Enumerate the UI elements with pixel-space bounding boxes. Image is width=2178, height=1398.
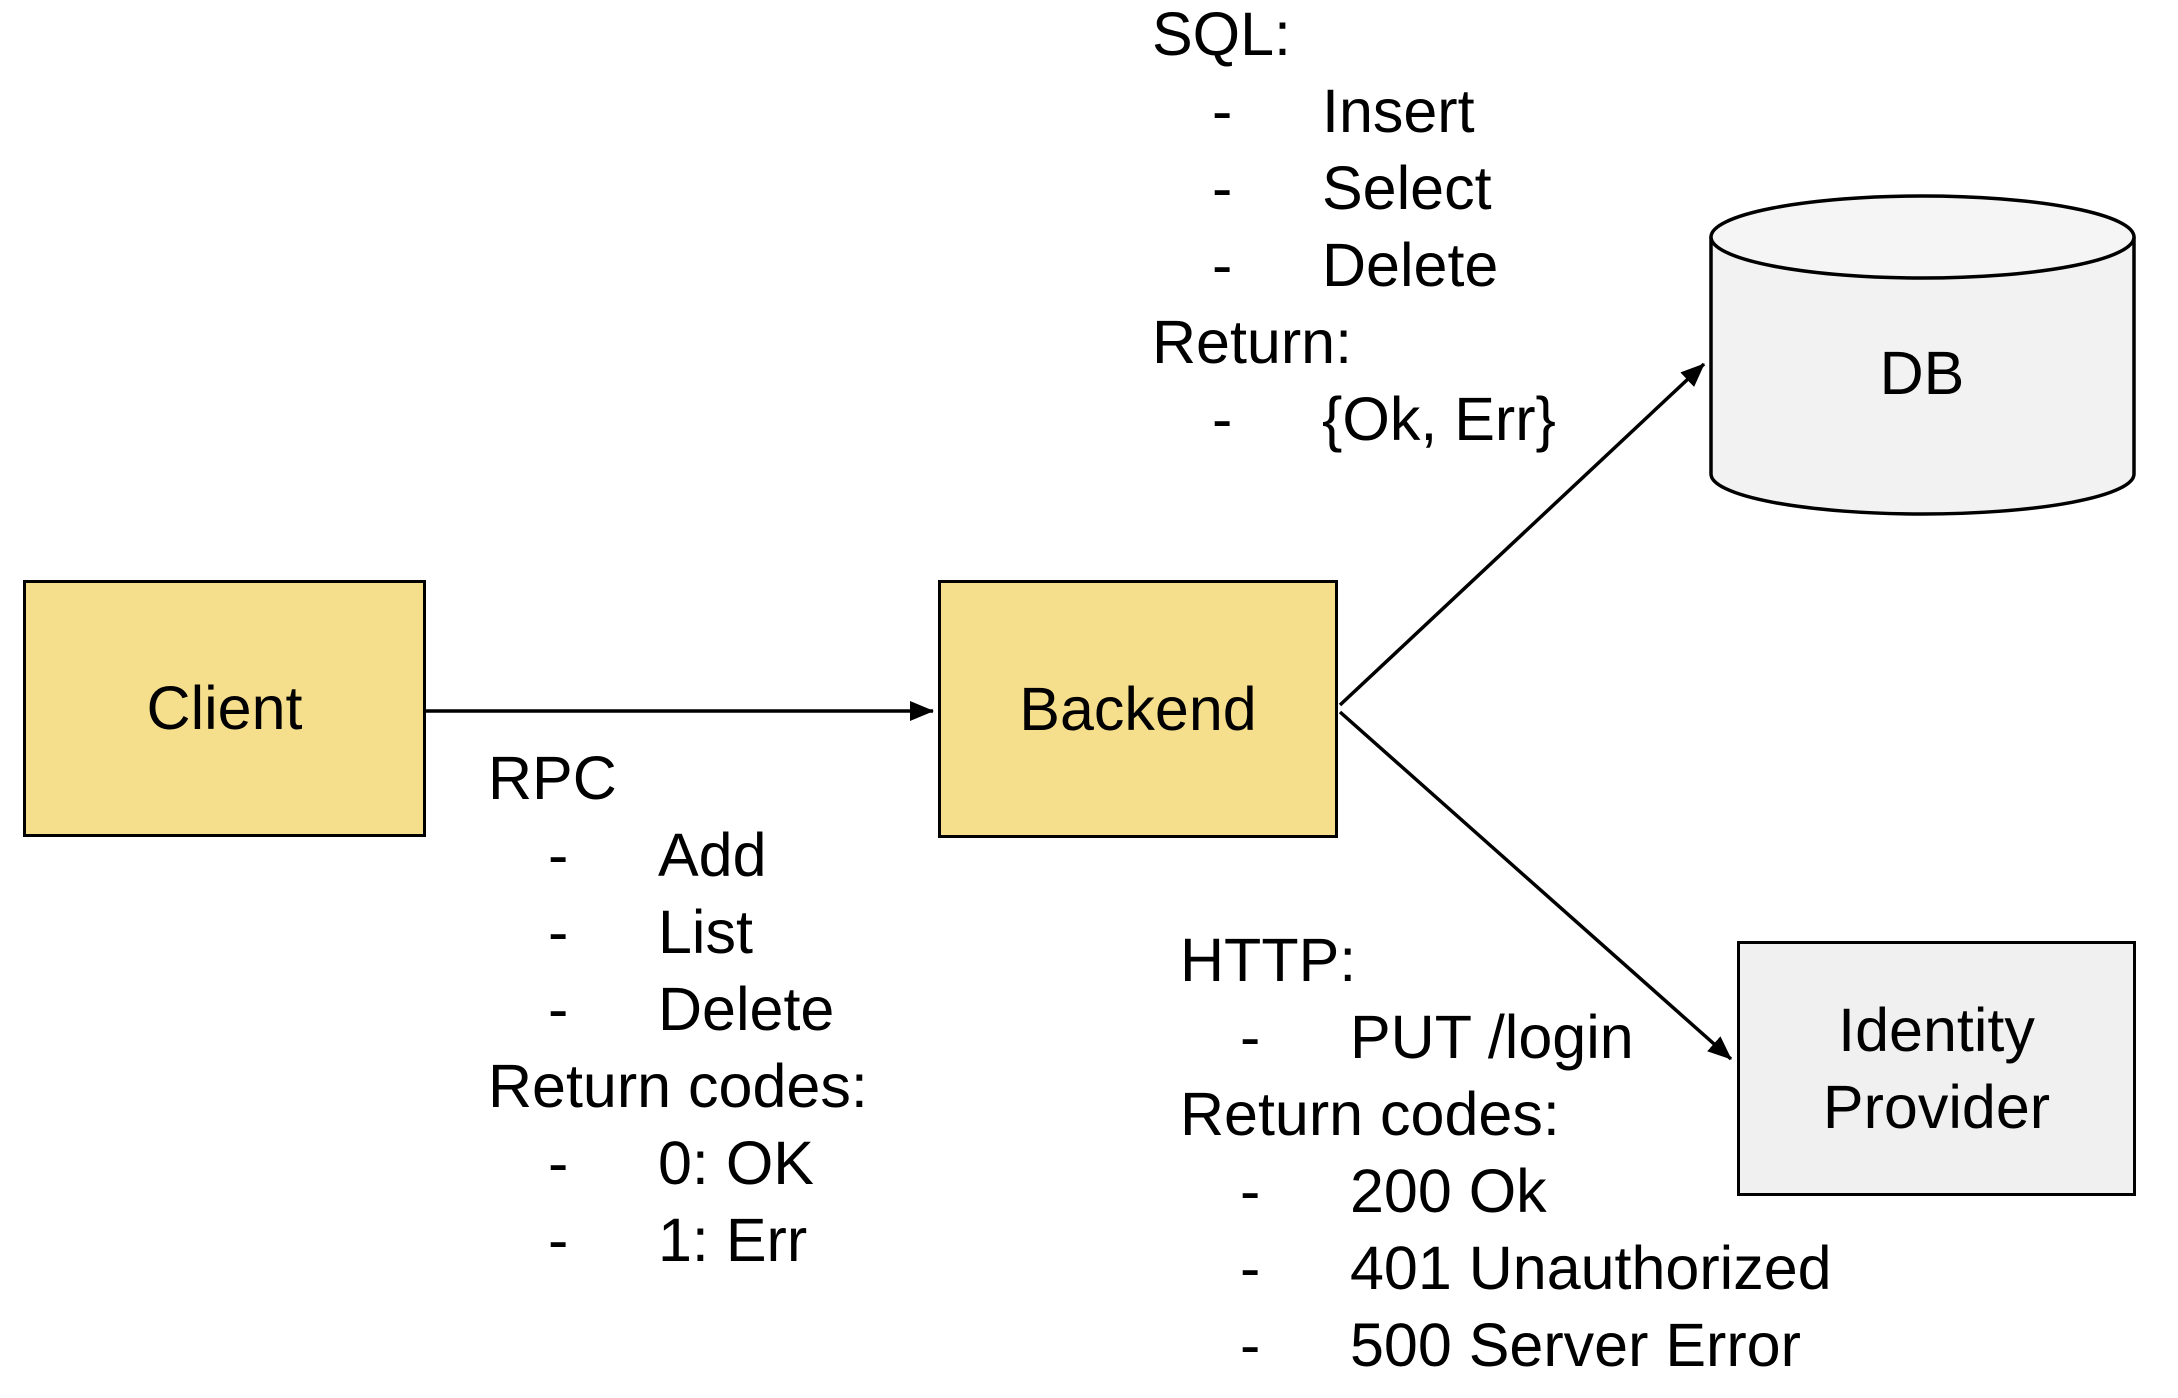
annotation-text: 0: OK — [658, 1129, 814, 1197]
annotation-bullet-line: - List — [488, 894, 868, 971]
sql-annotation: SQL: - Insert - Select - Delete Return: - {O… — [1152, 0, 1556, 458]
identity-provider-label-line2: Provider — [1822, 1072, 2051, 1141]
annotation-bullet-line: - Delete — [488, 971, 868, 1048]
annotation-text: 500 Server Error — [1350, 1311, 1801, 1379]
annotation-text: PUT /login — [1350, 1003, 1634, 1071]
annotation-bullet-line: - Delete — [1152, 227, 1556, 304]
annotation-bullet-line: - Select — [1152, 150, 1556, 227]
identity-provider-node: Identity Provider — [1737, 941, 2136, 1196]
identity-provider-label-line1: Identity — [1838, 995, 2035, 1064]
rpc-annotation: RPC - Add - List - Delete Return codes: - 0:… — [488, 740, 868, 1279]
annotation-bullet-line: - {Ok, Err} — [1152, 381, 1556, 458]
annotation-text: Add — [658, 821, 767, 889]
arrow-backend-to-identity-provider — [1338, 710, 1733, 1061]
client-node: Client — [23, 580, 426, 837]
annotation-text: Delete — [1322, 231, 1499, 299]
bullet-dash: - — [548, 821, 569, 889]
annotation-text: Delete — [658, 975, 835, 1043]
annotation-text: List — [658, 898, 753, 966]
bullet-dash: - — [1212, 231, 1233, 299]
bullet-dash: - — [548, 975, 569, 1043]
arrow-backend-to-db — [1338, 362, 1706, 707]
bullet-dash: - — [1240, 1003, 1261, 1071]
annotation-text: {Ok, Err} — [1322, 385, 1556, 453]
bullet-dash: - — [548, 1129, 569, 1197]
bullet-dash: - — [1212, 77, 1233, 145]
annotation-text: Select — [1322, 154, 1492, 222]
annotation-bullet-line: - 500 Server Error — [1180, 1307, 1832, 1384]
annotation-header: Return: — [1152, 308, 1353, 376]
annotation-text: 1: Err — [658, 1206, 808, 1274]
annotation-text: Insert — [1322, 77, 1475, 145]
bullet-dash: - — [1240, 1234, 1261, 1302]
annotation-bullet-line: - Add — [488, 817, 868, 894]
bullet-dash: - — [1240, 1157, 1261, 1225]
client-node-label: Client — [146, 674, 303, 742]
annotation-header: RPC — [488, 744, 617, 812]
http-annotation: HTTP: -PUT /login Return codes: -200 Ok … — [1180, 922, 1832, 1384]
db-node-label: DB — [1879, 339, 1965, 407]
annotation-text: 200 Ok — [1350, 1157, 1547, 1225]
annotation-bullet-line: - 0: OK — [488, 1125, 868, 1202]
annotation-bullet-line: - 1: Err — [488, 1202, 868, 1279]
db-cylinder-body — [1709, 237, 2136, 516]
backend-node-label: Backend — [1019, 674, 1257, 743]
bullet-dash: - — [548, 1206, 569, 1274]
annotation-header: Return codes: — [1180, 1080, 1560, 1148]
annotation-bullet-line: - 401 Unauthorized — [1180, 1230, 1832, 1307]
annotation-bullet-line: - Insert — [1152, 73, 1556, 150]
bullet-dash: - — [1212, 154, 1233, 222]
backend-node: Backend — [938, 580, 1338, 838]
identity-provider-node-label: Identity Provider — [1823, 992, 2050, 1146]
annotation-bullet-line: - 200 Ok — [1180, 1153, 1832, 1230]
annotation-bullet-line: - PUT /login — [1180, 999, 1832, 1076]
bullet-dash: - — [1240, 1311, 1261, 1379]
annotation-text: 401 Unauthorized — [1350, 1234, 1832, 1302]
annotation-header: SQL: — [1152, 0, 1292, 68]
bullet-dash: - — [548, 898, 569, 966]
annotation-header: HTTP: — [1180, 926, 1357, 994]
bullet-dash: - — [1212, 385, 1233, 453]
annotation-header: Return codes: — [488, 1052, 868, 1120]
db-cylinder-top — [1709, 194, 2136, 280]
